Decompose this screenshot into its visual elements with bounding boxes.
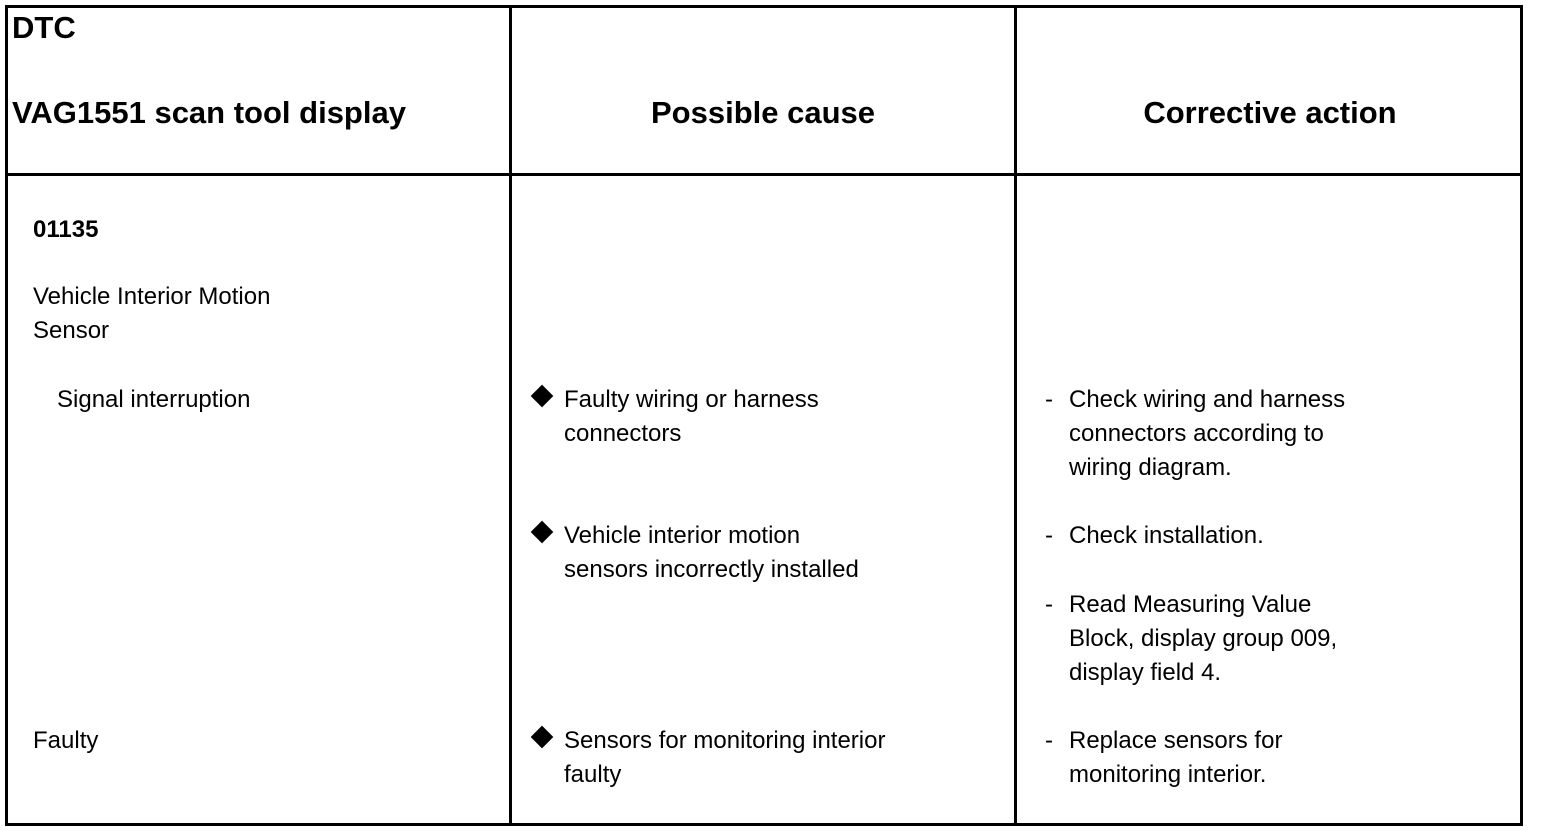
cause-text: Vehicle interior motion sensors incorrec… bbox=[564, 522, 859, 583]
diamond-bullet-icon bbox=[530, 725, 554, 749]
cause-item: Sensors for monitoring interior faulty bbox=[530, 724, 1004, 794]
header-possible-cause: Possible cause bbox=[650, 95, 875, 130]
action-text: Replace sensors for monitoring interior. bbox=[1069, 727, 1283, 788]
dash-marker: - bbox=[1045, 591, 1053, 618]
dash-marker: - bbox=[1045, 386, 1053, 413]
column-divider-2 bbox=[1014, 5, 1017, 826]
column-divider-1 bbox=[509, 5, 512, 826]
action-item: - Replace sensors for monitoring interio… bbox=[1045, 724, 1505, 794]
dtc-signal-interruption: Signal interruption bbox=[57, 386, 251, 413]
cause-item: Vehicle interior motion sensors incorrec… bbox=[530, 519, 1004, 589]
dtc-faulty: Faulty bbox=[33, 727, 99, 754]
cause-text: Faulty wiring or harness connectors bbox=[564, 386, 819, 447]
diamond-bullet-icon bbox=[530, 384, 554, 408]
header-divider bbox=[5, 173, 1523, 176]
table-frame bbox=[5, 5, 1523, 826]
action-item: - Read Measuring Value Block, display gr… bbox=[1045, 588, 1505, 692]
header-corrective-action: Corrective action bbox=[1143, 95, 1397, 130]
header-scan-tool-display: VAG1551 scan tool display bbox=[12, 95, 406, 130]
dtc-component: Vehicle Interior Motion Sensor bbox=[33, 283, 271, 344]
action-text: Check installation. bbox=[1069, 522, 1264, 549]
action-item: - Check installation. bbox=[1045, 519, 1505, 553]
dash-marker: - bbox=[1045, 727, 1053, 754]
action-text: Check wiring and harness connectors acco… bbox=[1069, 386, 1346, 481]
diamond-bullet-icon bbox=[530, 520, 554, 544]
action-item: - Check wiring and harness connectors ac… bbox=[1045, 383, 1505, 487]
cause-text: Sensors for monitoring interior faulty bbox=[564, 727, 886, 788]
header-dtc-label: DTC bbox=[12, 10, 76, 45]
cause-item: Faulty wiring or harness connectors bbox=[530, 383, 1004, 453]
dtc-code: 01135 bbox=[33, 216, 99, 243]
dash-marker: - bbox=[1045, 522, 1053, 549]
action-text: Read Measuring Value Block, display grou… bbox=[1069, 591, 1338, 686]
